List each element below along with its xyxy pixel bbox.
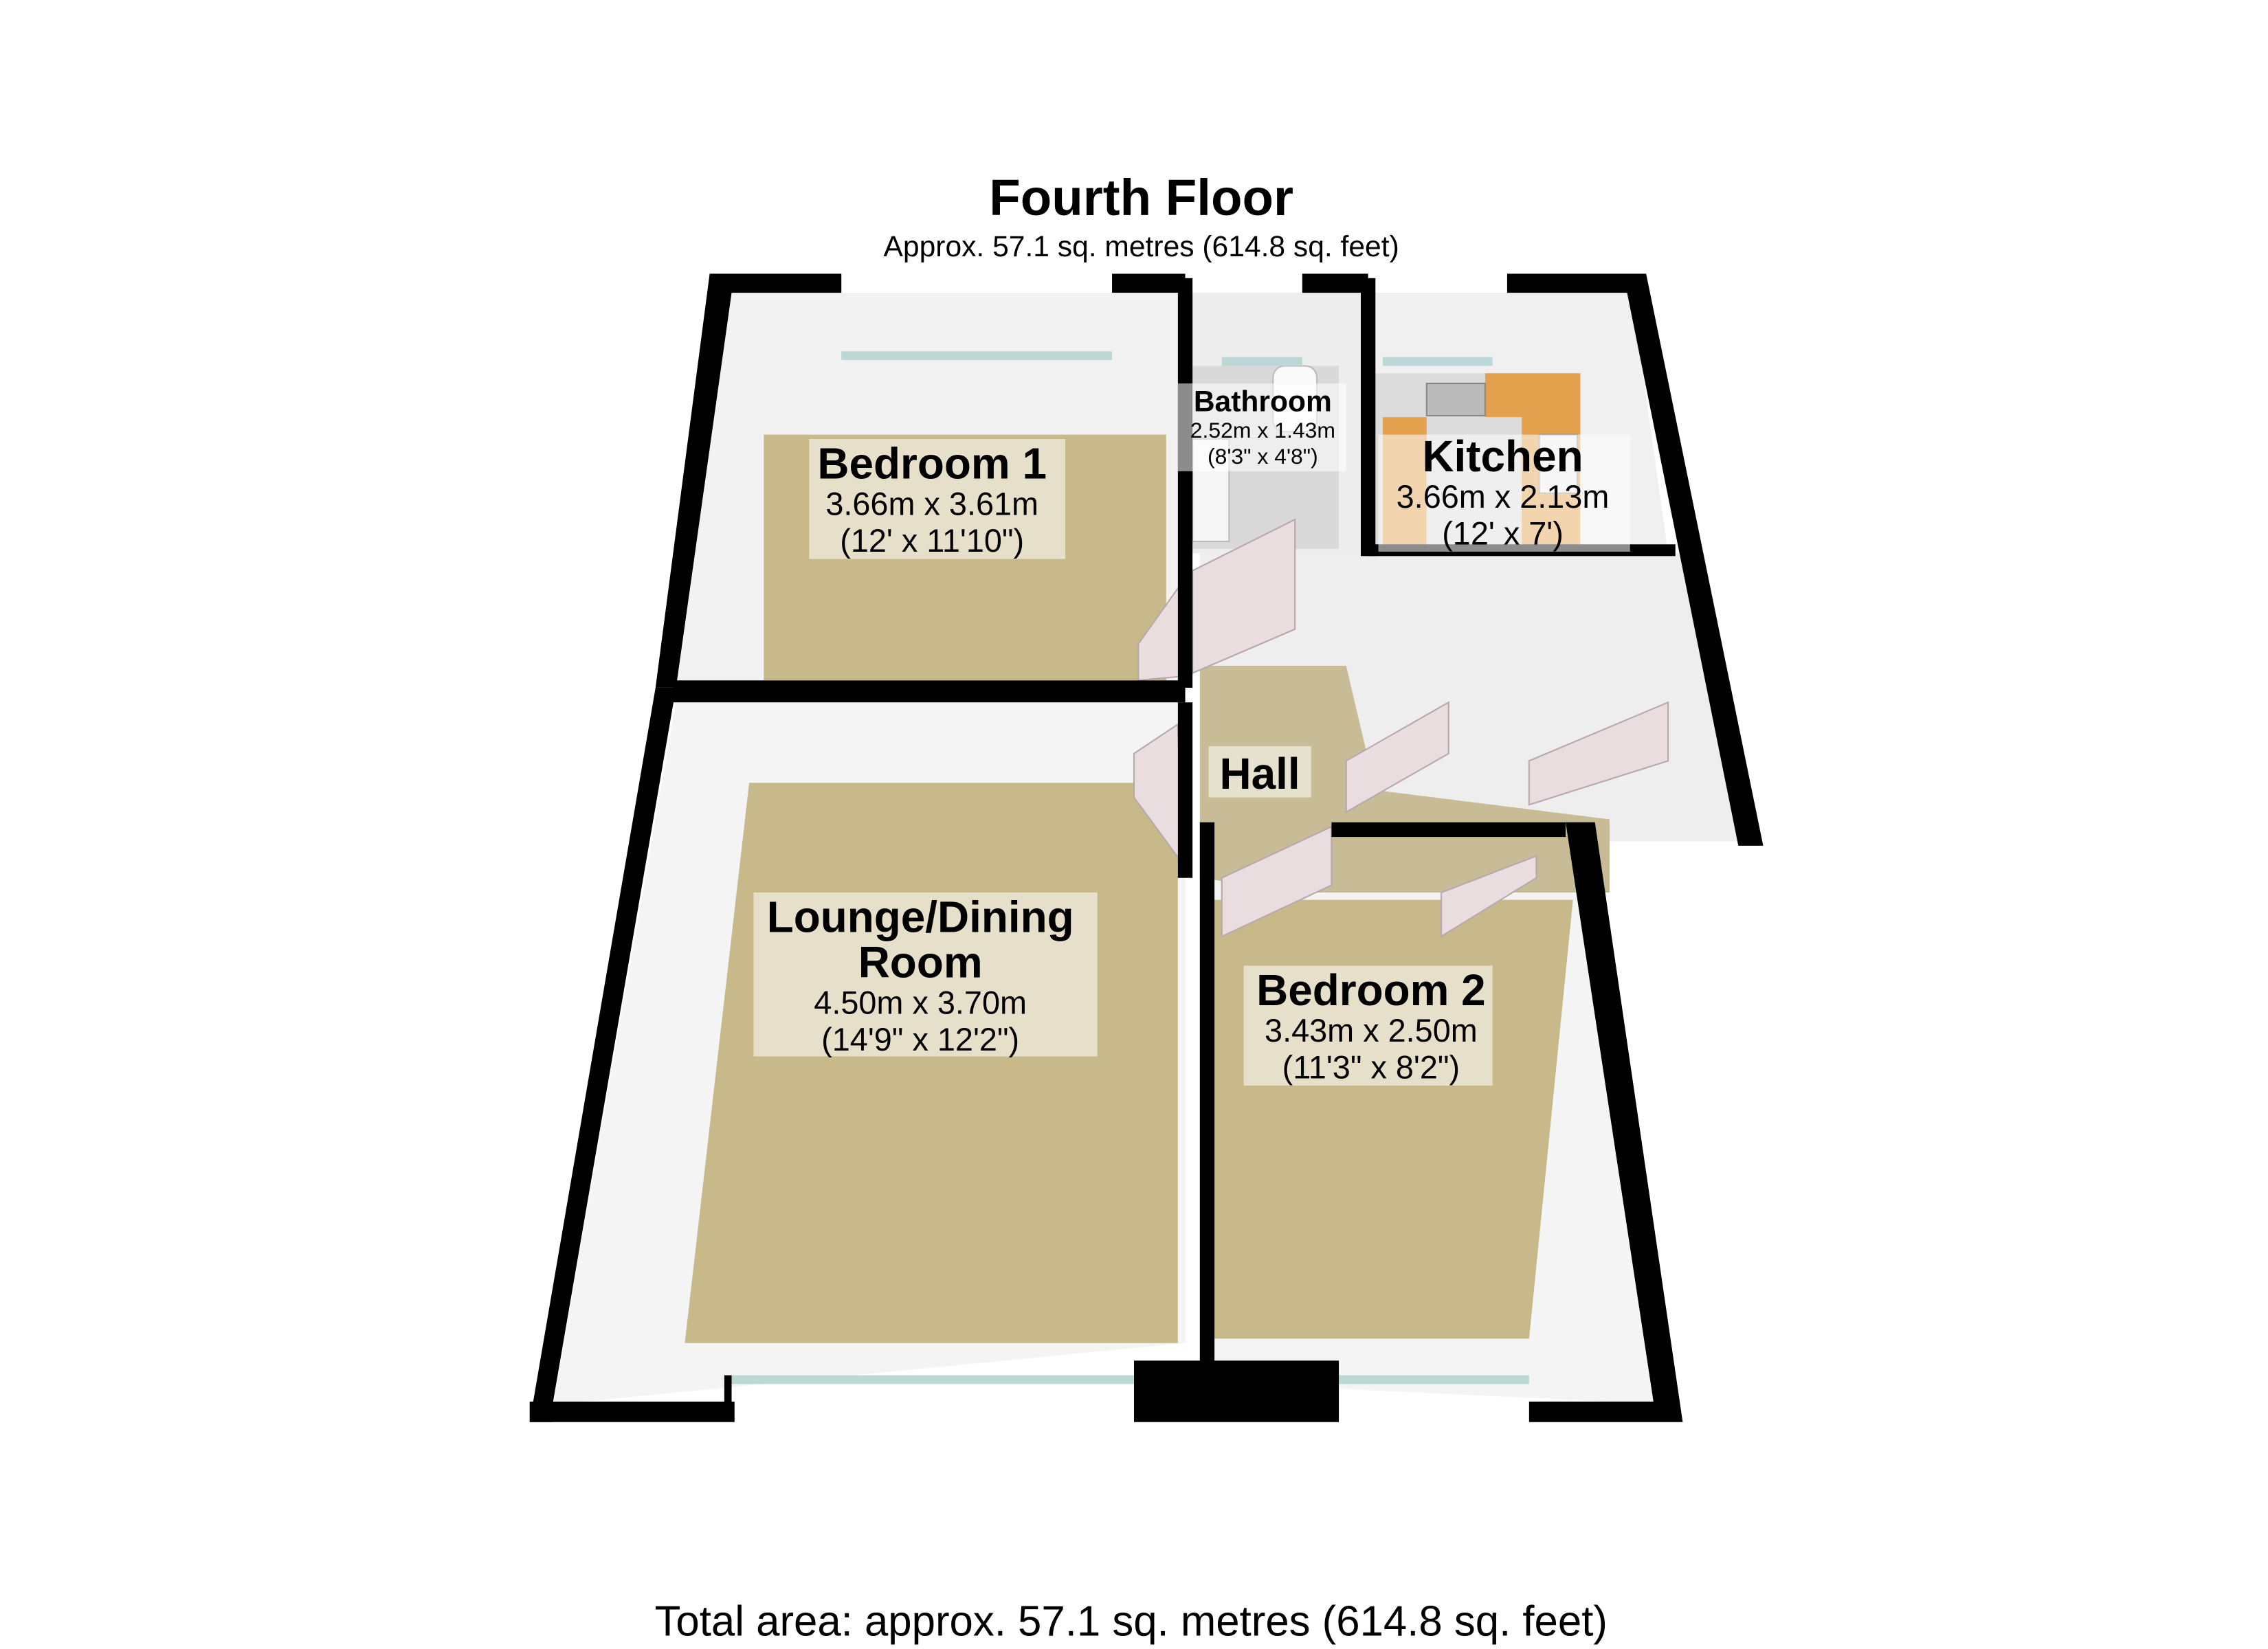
room-imperial: (8'3" x 4'8") (1208, 444, 1318, 469)
room-name: Bathroom (1194, 385, 1332, 418)
room-imperial: (11'3" x 8'2") (1282, 1049, 1460, 1085)
room-imperial: (12' x 7') (1442, 515, 1564, 551)
room-name: Bedroom 1 (817, 438, 1047, 488)
room-imperial: (14'9" x 12'2") (821, 1022, 1019, 1057)
room-label-kitchen: Kitchen 3.66m x 2.13m (12' x 7') (1378, 431, 1630, 552)
room-label-bathroom: Bathroom 2.52m x 1.43m (8'3" x 4'8") (1177, 383, 1346, 471)
lounge-floor (685, 783, 1178, 1343)
room-name: Kitchen (1422, 431, 1583, 481)
doors (1133, 518, 1669, 938)
room-metric: 2.52m x 1.43m (1190, 418, 1335, 442)
room-name: Bedroom 2 (1256, 965, 1486, 1015)
room-metric: 3.66m x 2.13m (1397, 479, 1610, 515)
room-label-hall: Hall (1208, 746, 1311, 798)
room-name: Lounge/Dining (767, 892, 1074, 941)
room-metric: 3.43m x 2.50m (1265, 1013, 1478, 1048)
windows (731, 351, 1529, 1384)
total-area: Total area: approx. 57.1 sq. metres (614… (655, 1598, 1608, 1646)
room-name: Hall (1220, 749, 1300, 798)
room-imperial: (12' x 11'10") (840, 523, 1024, 559)
floor-area-subtitle: Approx. 57.1 sq. metres (614.8 sq. feet) (884, 230, 1399, 263)
room-name-line-2: Room (858, 937, 983, 987)
kitchen-sink (1425, 383, 1487, 416)
room-label-bedroom-2: Bedroom 2 3.43m x 2.50m (11'3" x 8'2") (1243, 965, 1493, 1086)
room-label-lounge: Lounge/Dining Room 4.50m x 3.70m (14'9" … (753, 892, 1098, 1057)
floor-title: Fourth Floor (989, 169, 1293, 226)
room-label-bedroom-1: Bedroom 1 3.66m x 3.61m (12' x 11'10") (809, 438, 1065, 559)
walls (529, 273, 1764, 1422)
room-metric: 4.50m x 3.70m (814, 985, 1027, 1021)
room-metric: 3.66m x 3.61m (825, 486, 1038, 522)
